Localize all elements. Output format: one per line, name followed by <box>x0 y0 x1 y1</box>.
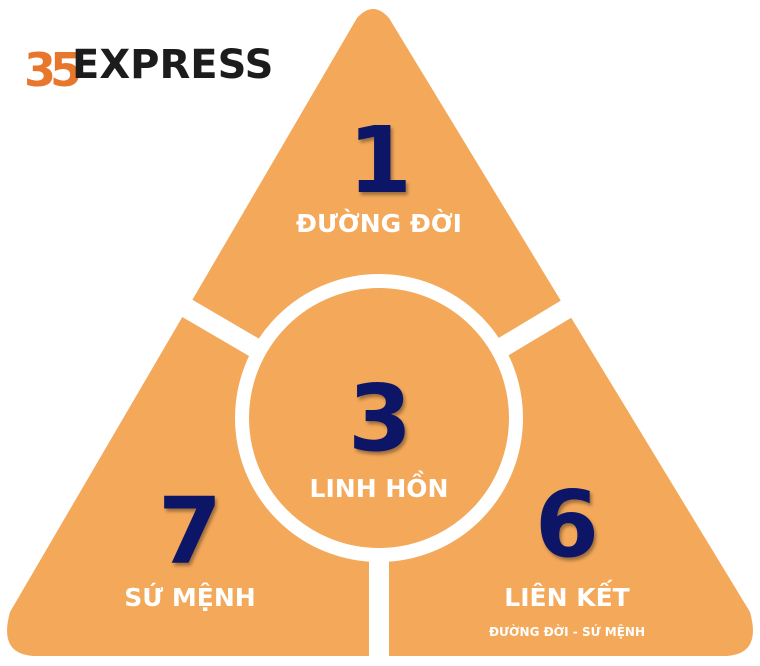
logo: 35 EXPRESS <box>24 42 273 97</box>
top-label: ĐƯỜNG ĐỜI <box>296 208 462 238</box>
right-number: 6 <box>535 471 599 578</box>
right-label: LIÊN KẾT <box>504 579 629 612</box>
logo-prefix: 35 <box>24 43 79 97</box>
center-number: 3 <box>348 365 412 472</box>
right-sublabel: ĐƯỜNG ĐỜI - SỨ MỆNH <box>489 624 645 639</box>
center-circle <box>235 274 523 562</box>
left-label: SỨ MỆNH <box>124 582 255 612</box>
center-label: LINH HỒN <box>310 470 449 503</box>
left-number: 7 <box>158 478 222 585</box>
top-number: 1 <box>348 107 412 214</box>
separators <box>179 296 579 666</box>
logo-text: EXPRESS <box>72 42 273 88</box>
